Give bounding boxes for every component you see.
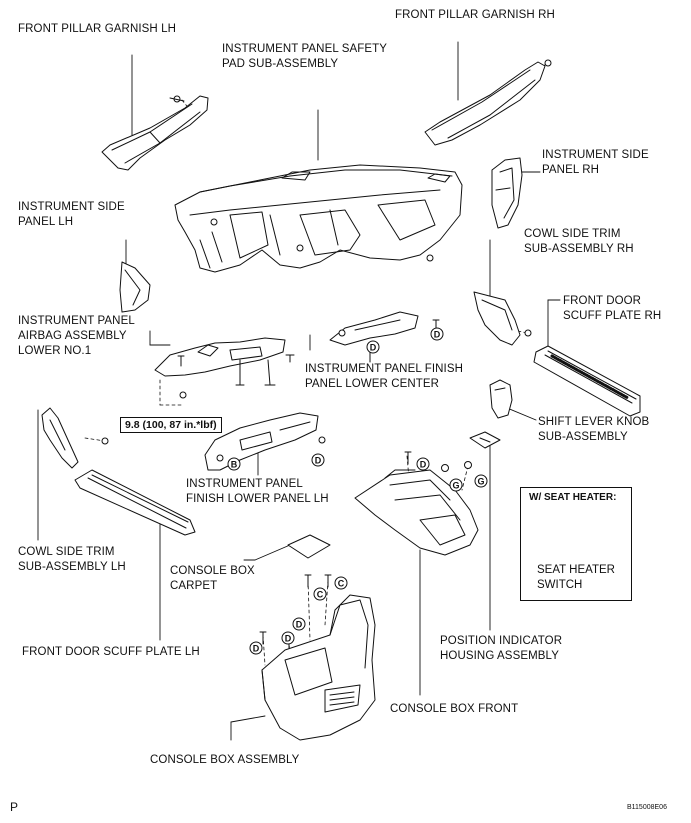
marker-letter-g: G	[452, 481, 459, 491]
marker-b	[227, 457, 241, 471]
figure-code: B115008E06	[627, 804, 667, 811]
label-front-door-scuff-plate-lh: FRONT DOOR SCUFF PLATE LH	[22, 646, 200, 658]
front-pillar-garnish-lh	[101, 95, 209, 171]
marker-letter-c: C	[317, 590, 324, 600]
marker-d	[249, 641, 263, 655]
cowl-side-trim-lh	[41, 407, 109, 469]
marker-letter-d: D	[434, 330, 441, 340]
marker-d	[366, 340, 380, 354]
instrument-panel-airbag-lower	[154, 337, 295, 399]
marker-letter-d: D	[285, 634, 292, 644]
marker-letter-d: D	[296, 620, 303, 630]
marker-letter-d: D	[253, 644, 260, 654]
torque-spec-box: 9.8 (100, 87 in.*lbf)	[120, 417, 222, 433]
label-console-box-assembly: CONSOLE BOX ASSEMBLY	[150, 754, 300, 766]
marker-c	[334, 576, 348, 590]
instrument-panel-finish-lower-lh	[204, 412, 326, 471]
marker-letter-d: D	[420, 460, 427, 470]
marker-letter-c: C	[338, 579, 345, 589]
instrument-side-panel-lh	[119, 261, 151, 313]
marker-letter-b: B	[231, 460, 238, 470]
page-letter: P	[10, 800, 19, 814]
front-pillar-garnish-rh	[424, 59, 552, 146]
console-box-carpet	[287, 534, 331, 559]
marker-g	[474, 474, 488, 488]
label-front-pillar-garnish-lh: FRONT PILLAR GARNISH LH	[18, 23, 177, 35]
instrument-panel-safety-pad	[174, 164, 463, 273]
circled-markers	[227, 327, 488, 655]
marker-d	[416, 457, 430, 471]
cowl-side-trim-rh	[473, 291, 532, 346]
loose-fasteners	[177, 319, 472, 649]
marker-letter-d: D	[315, 456, 322, 466]
marker-d	[281, 631, 295, 645]
marker-g	[449, 478, 463, 492]
instrument-panel-finish-center	[329, 311, 419, 363]
instrument-side-panel-rh	[491, 157, 523, 229]
marker-d	[311, 453, 325, 467]
console-box-front	[354, 469, 479, 556]
marker-d	[430, 327, 444, 341]
front-door-scuff-plate-rh	[533, 345, 641, 417]
console-box-assembly	[261, 594, 376, 741]
marker-letter-d: D	[370, 343, 377, 353]
label-front-pillar-garnish-rh: FRONT PILLAR GARNISH RH	[395, 9, 555, 21]
label-console-box-front: CONSOLE BOX FRONT	[390, 703, 519, 715]
marker-d	[292, 617, 306, 631]
marker-letter-g: G	[477, 477, 484, 487]
marker-c	[313, 587, 327, 601]
shift-lever-knob	[489, 379, 513, 419]
seat-heater-title: W/ SEAT HEATER:	[529, 492, 617, 503]
front-door-scuff-plate-lh	[74, 469, 196, 536]
position-indicator-housing	[469, 431, 501, 449]
circled-marker-letters: D D B D D G G C C D D D	[231, 330, 485, 654]
